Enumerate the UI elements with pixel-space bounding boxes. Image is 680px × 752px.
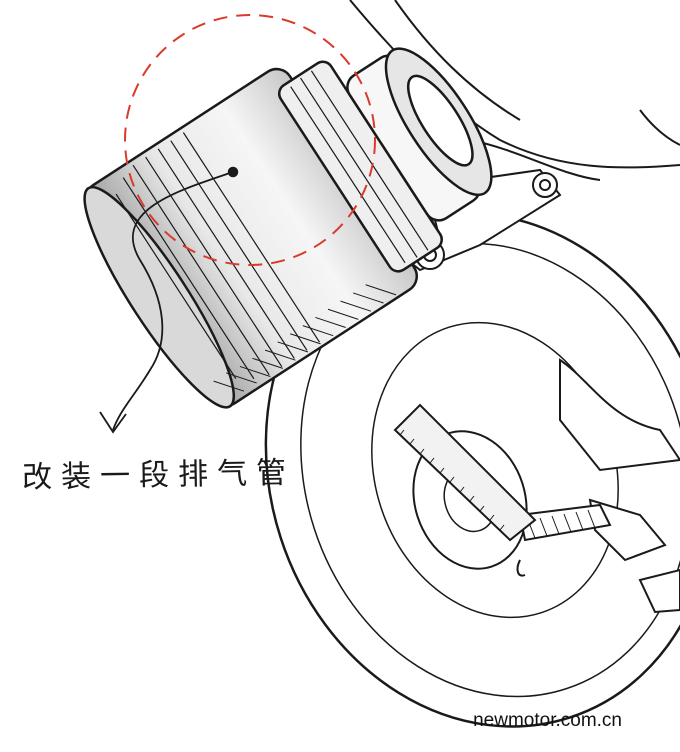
annotation-label: 改装一段排气管 <box>21 455 296 496</box>
link-pipe <box>393 403 537 542</box>
highlight-circle <box>124 14 376 266</box>
watermark-text: newmotor.com.cn <box>473 710 622 731</box>
curved-arrow-icon <box>99 171 234 434</box>
exhaust-muffler-illustration <box>83 47 493 409</box>
